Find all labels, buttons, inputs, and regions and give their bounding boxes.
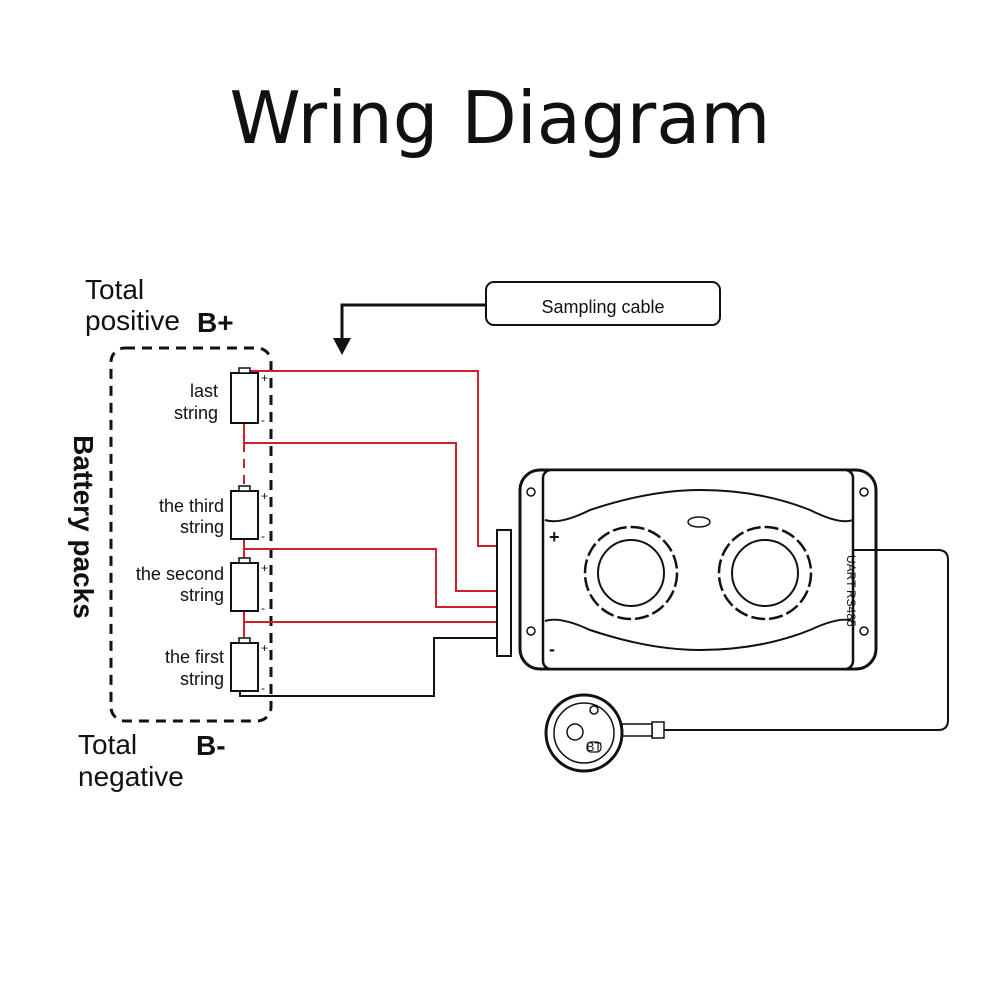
device-minus-label: - [549, 639, 555, 659]
sampling-wires [243, 370, 497, 637]
svg-text:-: - [261, 601, 265, 615]
uart-cable [664, 549, 949, 731]
sampling-connector [496, 529, 512, 657]
dongle-neck [621, 723, 653, 737]
total-positive-label-1: Total [85, 274, 144, 305]
b-minus-label: B- [196, 730, 226, 761]
total-negative-label-2: negative [78, 761, 184, 792]
cell-label-third-1: the third [159, 496, 224, 516]
cell-label-first-1: the first [165, 647, 224, 667]
uart-label: UART [844, 555, 858, 588]
cell-label-last-2: string [174, 403, 218, 423]
bluetooth-dongle: BT [544, 693, 624, 773]
cell-label-second-1: the second [136, 564, 224, 584]
rs485-label: RS485 [844, 590, 858, 627]
battery-cell-second: + - the second string [136, 557, 268, 615]
wire-last-positive [244, 370, 497, 547]
svg-text:+: + [261, 641, 268, 655]
sampling-arrow-line [340, 303, 486, 340]
svg-text:-: - [261, 413, 265, 427]
svg-text:+: + [261, 561, 268, 575]
cell-label-second-2: string [180, 585, 224, 605]
battery-pack-enclosure [109, 346, 273, 723]
sampling-cable-label: Sampling cable [541, 297, 664, 317]
svg-text:-: - [261, 681, 265, 695]
svg-text:+: + [261, 371, 268, 385]
battery-cell-last: + - last string [174, 367, 268, 427]
cell-label-third-2: string [180, 517, 224, 537]
svg-text:+: + [261, 489, 268, 503]
cell-label-last-1: last [190, 381, 218, 401]
battery-cell-first: + - the first string [165, 637, 268, 695]
battery-packs-label: Battery packs [68, 435, 99, 619]
fan-left-icon [583, 525, 679, 621]
fan-right-icon [717, 525, 813, 621]
total-positive-label-2: positive [85, 305, 180, 336]
cell-label-first-2: string [180, 669, 224, 689]
wire-total-negative [239, 637, 497, 697]
wire-last-negative [244, 442, 497, 592]
bms-device: + - UART RS485 [518, 468, 878, 671]
b-plus-label: B+ [197, 307, 234, 338]
sampling-arrow-head [333, 338, 351, 355]
bt-label: BT [586, 740, 602, 754]
dongle-plug [651, 721, 665, 739]
device-plus-label: + [549, 527, 560, 547]
page-title: Wring Diagram [230, 76, 771, 160]
svg-text:-: - [261, 529, 265, 543]
total-negative-label-1: Total [78, 729, 137, 760]
wire-third-negative [244, 548, 497, 608]
battery-cell-third: + - the third string [159, 485, 268, 543]
